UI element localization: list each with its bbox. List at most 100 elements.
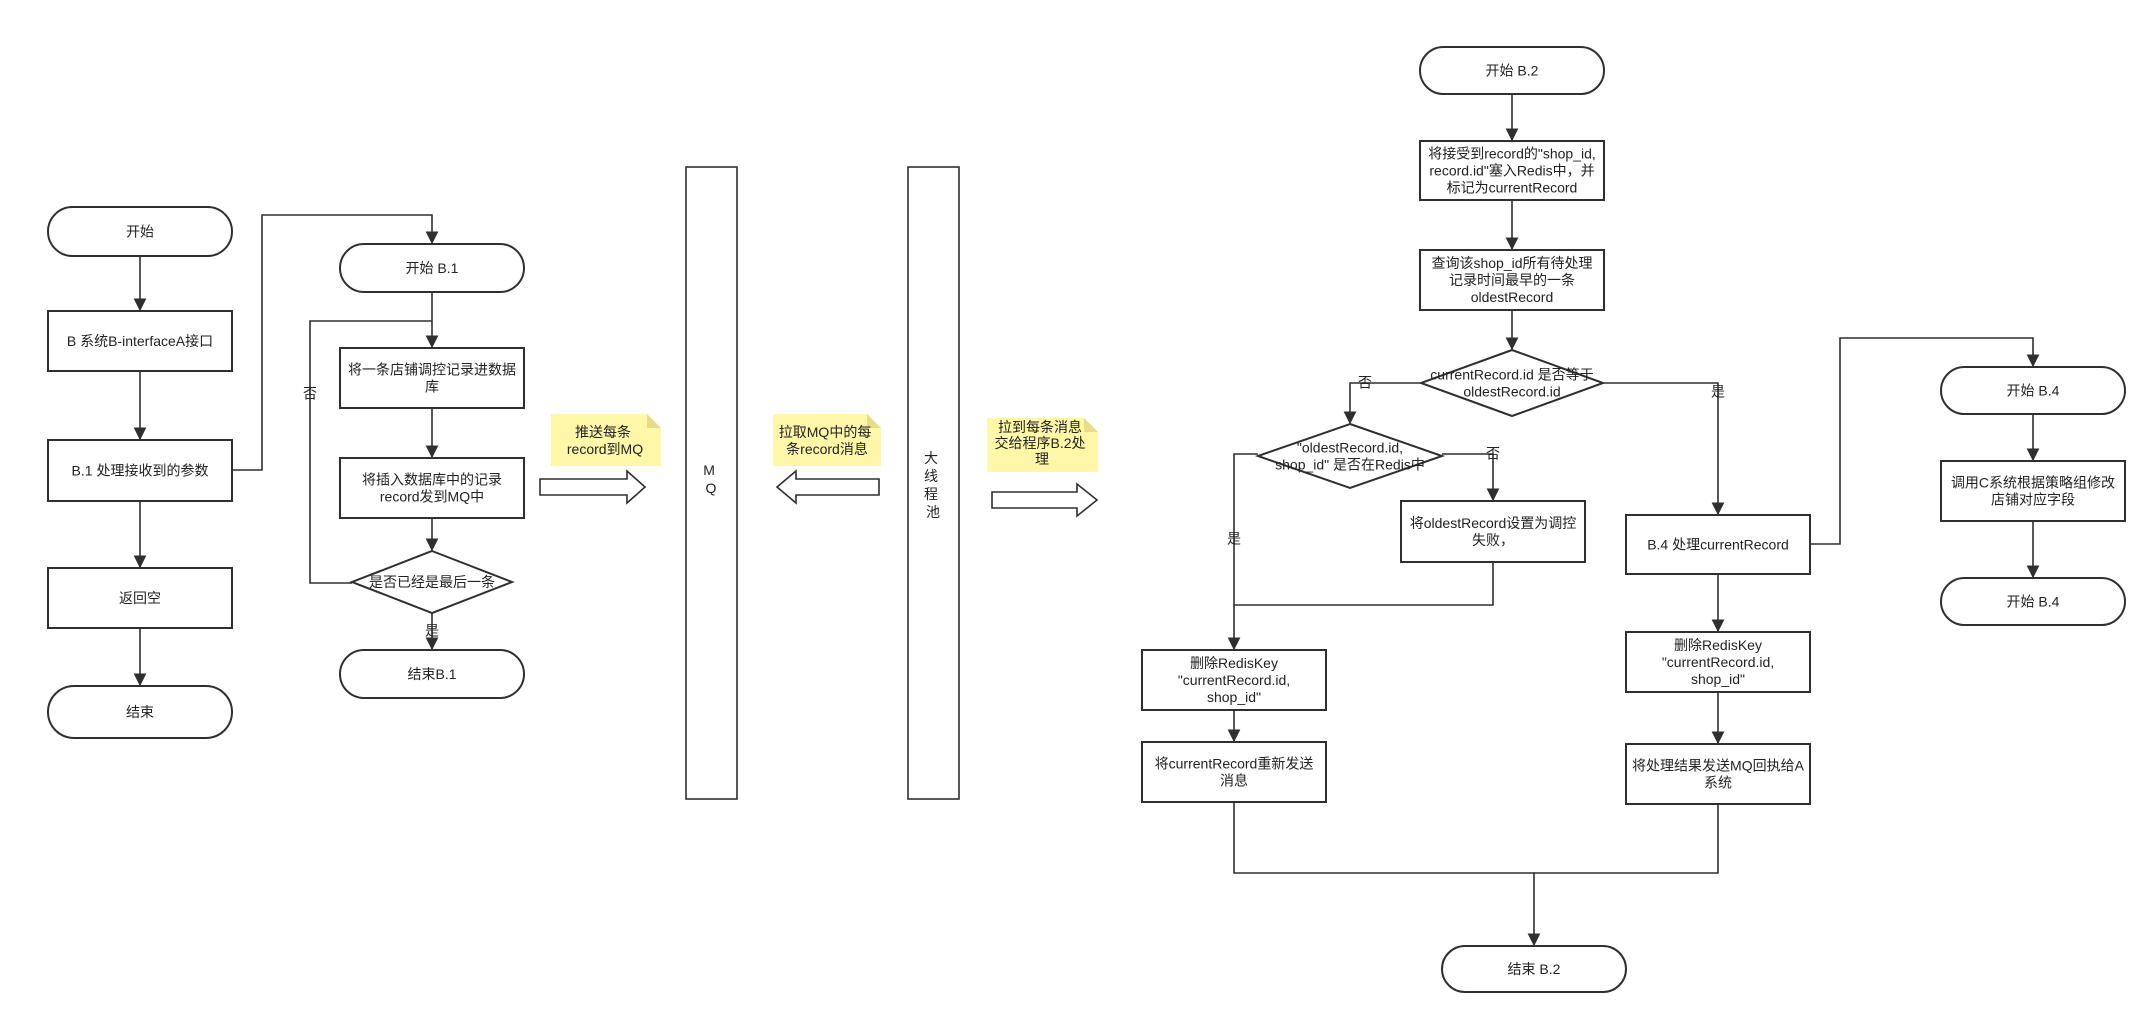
node-b1-last-label: 是否已经是最后一条 [369,574,495,590]
node-b2-equal-shape [1418,348,1606,418]
node-b1-start: 开始 B.1 [339,243,525,293]
node-a-start-label: 开始 [126,224,154,240]
arrow-pull-from-mq [775,469,880,505]
edge-label-b2-equal-no: 否 [1358,375,1372,391]
column-thread-pool: 大 线 程 池 [907,166,960,800]
node-b4-call: 调用C系统根据策略组修改店铺对应字段 [1940,460,2126,522]
node-b1-last-shape [349,549,515,615]
node-b2-sendmq-shape [1625,743,1811,805]
node-b2-resend: 将currentRecord重新发送消息 [1141,741,1327,803]
node-b2-resend-label: 将currentRecord重新发送消息 [1155,756,1314,789]
node-b2-end-shape [1441,945,1627,993]
edge-b2-sendmq-merge [1534,804,1719,874]
edge-label-b2-inredis-no: 否 [1486,446,1500,462]
edge-b2-resend-to-end [1233,802,1541,947]
node-a-return: 返回空 [47,567,233,629]
node-b1-insert-label: 将一条店铺调控记录进数据库 [348,362,516,395]
edge-a-handle-to-b1-start [232,214,439,471]
node-a-iface-label: B 系统B-interfaceA接口 [67,333,213,349]
note-pull-text: 拉取MQ中的每 条record消息 [779,424,875,457]
node-b2-resend-shape [1141,741,1327,803]
node-b2-query-shape [1419,249,1605,311]
node-b1-send-shape [339,457,525,519]
edge-b2-equal-no-to-inredis [1343,382,1421,425]
node-a-start: 开始 [47,206,233,257]
node-b2-inredis-shape [1254,422,1446,490]
node-b4-end-label: 开始 B.4 [2007,594,2060,610]
node-a-end: 结束 [47,685,233,739]
node-a-handle-shape [47,439,233,502]
edge-label-b2-inredis-yes: 是 [1227,531,1241,547]
note-push-text: 推送每条 record到MQ [567,424,643,457]
column-thread-pool-label: 大 线 程 池 [924,450,942,520]
node-b2-del-right: 删除RedisKey"currentRecord.id,shop_id" [1625,631,1811,693]
edge-b2-setfail-merge [1234,562,1494,606]
node-b1-insert-shape [339,347,525,409]
edge-labels-layer: 否 是 否 是 否 是 [303,375,1725,639]
node-b1-end: 结束B.1 [339,649,525,699]
node-b2-redis-label: 将接受到record的"shop_id,record.id"塞入Redis中，并… [1428,146,1596,196]
node-b4-call-shape [1940,460,2126,522]
edge-b2-inredis-no-to-setfail [1442,453,1500,502]
node-a-end-shape [47,685,233,739]
node-b2-setfail: 将oldestRecord设置为调控失败， [1400,500,1586,563]
node-a-return-shape [47,567,233,629]
arrow-dispatch-to-b2 [991,482,1099,518]
column-mq-label: M Q [703,462,719,496]
node-b2-b4: B.4 处理currentRecord [1625,514,1811,575]
node-b4-start-shape [1940,366,2126,415]
note-dispatch: 拉到每条消息 交给程序B.2处 理 [987,418,1098,472]
node-a-iface: B 系统B-interfaceA接口 [47,310,233,372]
node-b1-end-label: 结束B.1 [407,666,456,682]
node-b4-end: 开始 B.4 [1940,577,2126,626]
edge-b2-inredis-yes-to-delleft [1227,453,1258,651]
node-b2-del-right-label: 删除RedisKey"currentRecord.id,shop_id" [1662,637,1774,687]
node-b2-start-label: 开始 B.2 [1486,63,1539,79]
edge-b2-b4-to-b4-start [1810,337,2040,545]
node-b1-insert: 将一条店铺调控记录进数据库 [339,347,525,409]
column-mq: M Q [685,166,738,800]
node-b1-start-label: 开始 B.1 [406,260,459,276]
node-b2-end: 结束 B.2 [1441,945,1627,993]
note-pull: 拉取MQ中的每 条record消息 [773,414,881,466]
edge-b1-last-loop-no [309,320,432,584]
node-a-handle-label: B.1 处理接收到的参数 [72,463,209,479]
node-b2-del-right-shape [1625,631,1811,693]
node-b2-setfail-label: 将oldestRecord设置为调控失败， [1410,515,1577,548]
note-dispatch-text: 拉到每条消息 交给程序B.2处 理 [995,419,1090,467]
node-b1-end-shape [339,649,525,699]
node-b2-del-left-shape [1141,649,1327,711]
node-b4-start-label: 开始 B.4 [2007,383,2060,399]
node-b4-end-shape [1940,577,2126,626]
edge-label-b1-no: 否 [303,386,317,402]
node-b2-b4-label: B.4 处理currentRecord [1647,537,1789,553]
note-push: 推送每条 record到MQ [551,414,661,466]
arrow-push-to-mq [539,469,647,505]
node-b2-start: 开始 B.2 [1419,46,1605,95]
node-b2-inredis-label: "oldestRecord.id,shop_id" 是否在Redis中 [1275,440,1425,473]
node-b2-redis: 将接受到record的"shop_id,record.id"塞入Redis中，并… [1419,140,1605,201]
node-b1-start-shape [339,243,525,293]
node-b2-redis-shape [1419,140,1605,201]
node-b2-start-shape [1419,46,1605,95]
node-b2-setfail-shape [1400,500,1586,563]
node-b2-del-left: 删除RedisKey"currentRecord.id,shop_id" [1141,649,1327,711]
node-b4-start: 开始 B.4 [1940,366,2126,415]
node-b1-last: 是否已经是最后一条 [349,549,515,615]
node-b2-b4-shape [1625,514,1811,575]
edge-label-b1-yes: 是 [425,623,439,639]
node-a-return-label: 返回空 [119,590,161,606]
node-b2-del-left-label: 删除RedisKey"currentRecord.id,shop_id" [1178,655,1290,705]
edge-label-b2-equal-yes: 是 [1711,384,1725,400]
edge-b2-equal-yes-to-b4 [1603,382,1725,516]
